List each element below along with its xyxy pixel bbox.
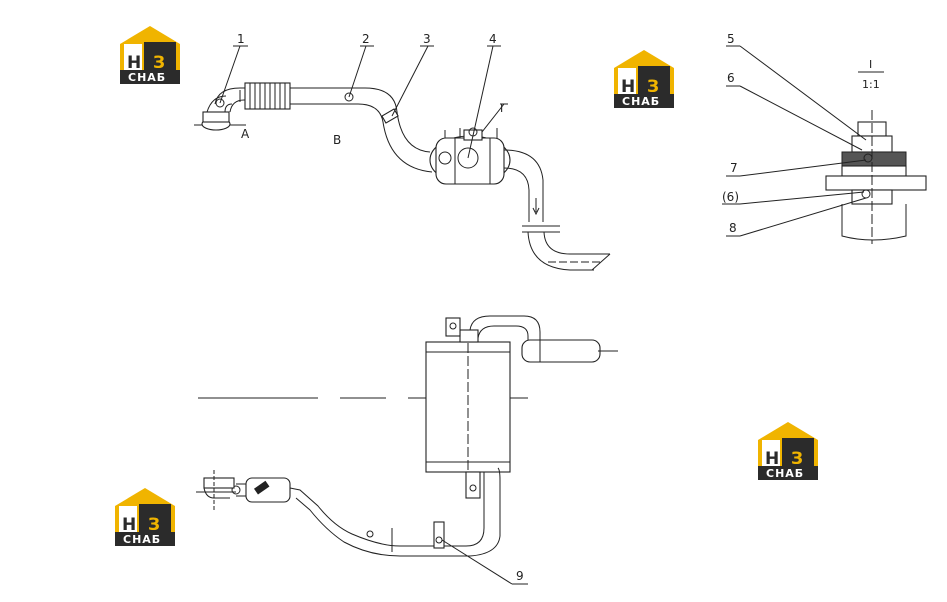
muffler-front <box>425 317 511 499</box>
clamp-bolt <box>215 98 225 108</box>
callout-6: 6 <box>727 71 735 85</box>
logo-mark-right: З <box>148 515 160 535</box>
callout-1: 1 <box>237 32 245 46</box>
section-detail: I 1:1 5 6 7 (6) 8 <box>722 32 927 244</box>
logo-mark-left: Н <box>765 449 779 469</box>
pipe-clamp <box>344 92 354 102</box>
callout-2: 2 <box>362 32 370 46</box>
callout-8: 8 <box>729 221 737 235</box>
logo-name: СНАБ <box>622 95 660 108</box>
brand-logo: Н З СНАБ <box>115 488 175 546</box>
logo-mark-right: З <box>791 449 803 469</box>
logo-name: СНАБ <box>123 533 161 546</box>
callout-9: 9 <box>516 569 524 583</box>
logo-mark-right: З <box>647 77 659 97</box>
logo-mark-left: Н <box>127 53 141 73</box>
callout-7: 7 <box>730 161 738 175</box>
brand-logo: Н З СНАБ <box>758 422 818 480</box>
muffler-top <box>429 127 511 185</box>
view-letter-a: А <box>241 127 250 141</box>
logo-name: СНАБ <box>766 467 804 480</box>
section-mark-small: I <box>500 102 503 115</box>
logo-mark-left: Н <box>122 515 136 535</box>
brand-logo: Н З СНАБ <box>614 50 674 108</box>
callouts-top: 1 2 3 4 I А В <box>219 32 508 159</box>
brand-logo: Н З СНАБ <box>120 26 180 84</box>
view-letter-b: В <box>333 133 341 147</box>
clamp-9 <box>433 521 445 549</box>
logo-name: СНАБ <box>128 71 166 84</box>
logo-mark-left: Н <box>621 77 635 97</box>
top-view-assembly <box>194 82 611 271</box>
inlet-flange <box>194 95 246 131</box>
section-title: I <box>869 58 872 71</box>
hanger-bracket <box>381 108 399 124</box>
section-scale: 1:1 <box>862 78 880 91</box>
callout-4: 4 <box>489 32 497 46</box>
front-view-assembly: 9 <box>196 315 618 585</box>
logo-mark-right: З <box>153 53 165 73</box>
callout-5: 5 <box>727 32 735 46</box>
callout-3: 3 <box>423 32 431 46</box>
callout-6-repeat: (6) <box>722 190 739 204</box>
flex-bellows <box>244 82 291 110</box>
